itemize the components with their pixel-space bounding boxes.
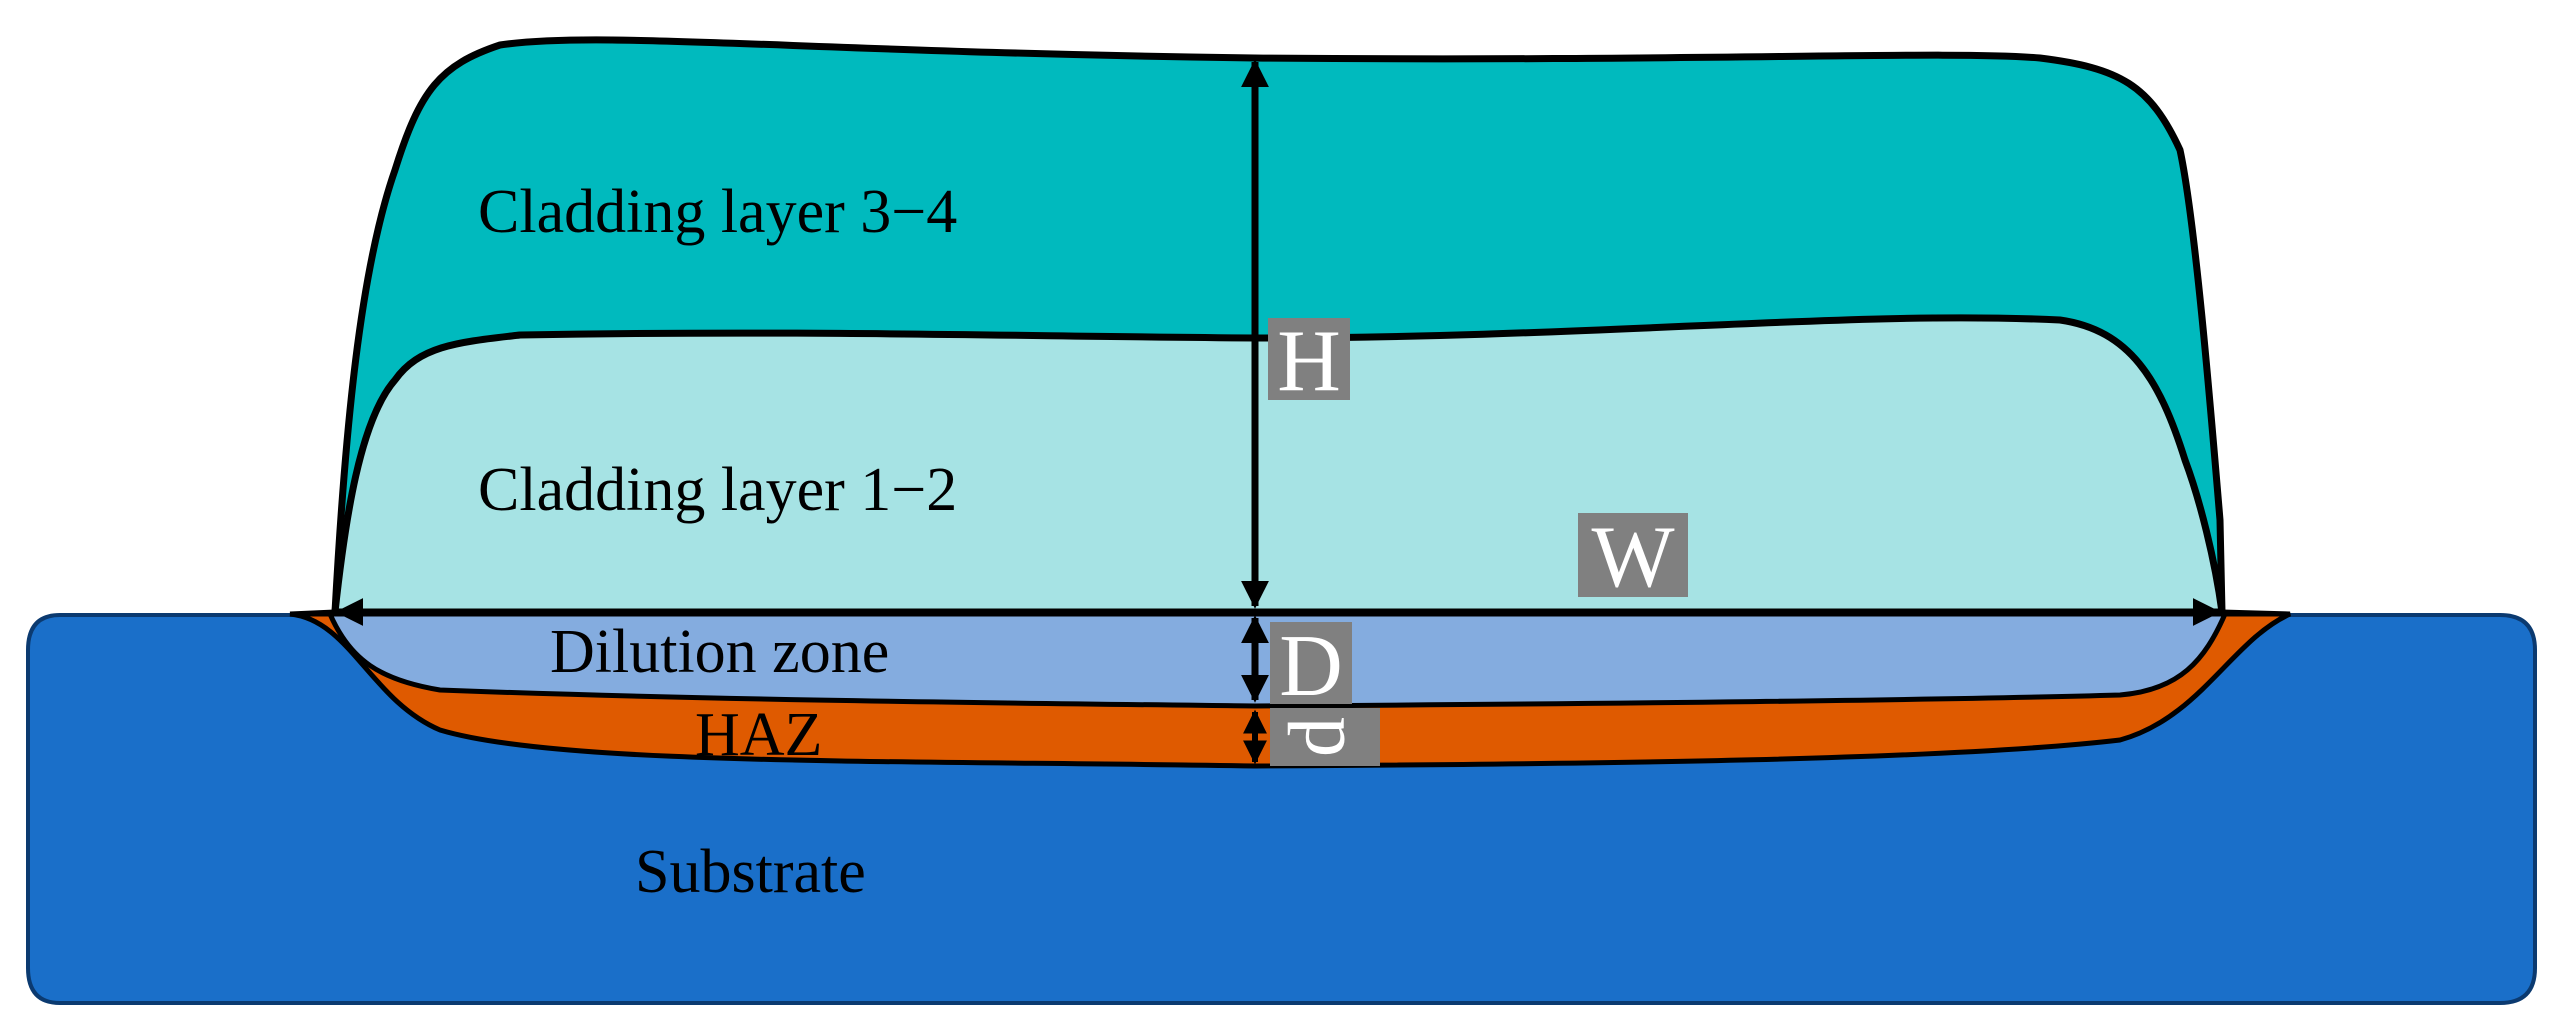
height-label-text: H bbox=[1277, 313, 1341, 410]
dilution-depth-dimension-label: D bbox=[1270, 618, 1352, 715]
haz-depth-label-text: d bbox=[1273, 717, 1361, 757]
haz-label: HAZ bbox=[695, 701, 822, 769]
substrate-surface-line bbox=[289, 609, 2291, 617]
cladding-layer-1-2-label: Cladding layer 1−2 bbox=[478, 456, 957, 524]
width-label-text: W bbox=[1591, 509, 1674, 606]
dilution-depth-label-box bbox=[1270, 622, 1352, 704]
haz-depth-label-box bbox=[1270, 708, 1380, 766]
dilution-depth-label-text: D bbox=[1279, 618, 1343, 715]
width-dimension-label: W bbox=[1578, 509, 1688, 606]
cladding-layer-3-4-label: Cladding layer 3−4 bbox=[478, 178, 957, 246]
substrate-label: Substrate bbox=[635, 838, 866, 906]
dilution-zone-label: Dilution zone bbox=[550, 618, 889, 686]
height-dimension-label: H bbox=[1268, 313, 1350, 410]
height-label-box bbox=[1268, 318, 1350, 400]
width-label-box bbox=[1578, 513, 1688, 597]
haz-depth-dimension-label: d bbox=[1270, 708, 1380, 766]
